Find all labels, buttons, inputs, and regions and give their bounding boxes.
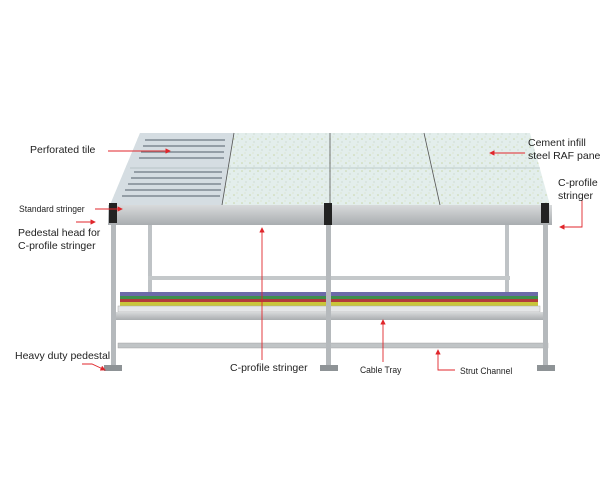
pedestal-heads: [109, 203, 549, 225]
label-standard-stringer: Standard stringer: [19, 204, 85, 215]
label-perforated-tile: Perforated tile: [30, 144, 96, 156]
label-cement-panel-line1: Cement infill: [528, 137, 586, 149]
label-pedestal-head-line2: C-profile stringer: [18, 240, 96, 252]
perforated-tile-shape: [110, 133, 234, 205]
label-strut-channel: Strut Channel: [460, 366, 513, 377]
front-pedestals: [111, 225, 548, 365]
label-c-profile-right-line1: C-profile: [558, 177, 598, 189]
label-cement-panel-line2: steel RAF panel: [528, 150, 600, 162]
strut-channel: [117, 342, 549, 349]
pedestal-bases: [104, 365, 555, 371]
label-heavy-duty-pedestal: Heavy duty pedestal: [15, 350, 111, 362]
label-c-profile-right-line2: stringer: [558, 190, 594, 202]
label-cable-tray: Cable Tray: [360, 365, 402, 376]
perforations: [122, 139, 225, 197]
label-pedestal-head-line1: Pedestal head for: [18, 227, 101, 239]
label-c-profile-bottom: C-profile stringer: [230, 362, 308, 374]
